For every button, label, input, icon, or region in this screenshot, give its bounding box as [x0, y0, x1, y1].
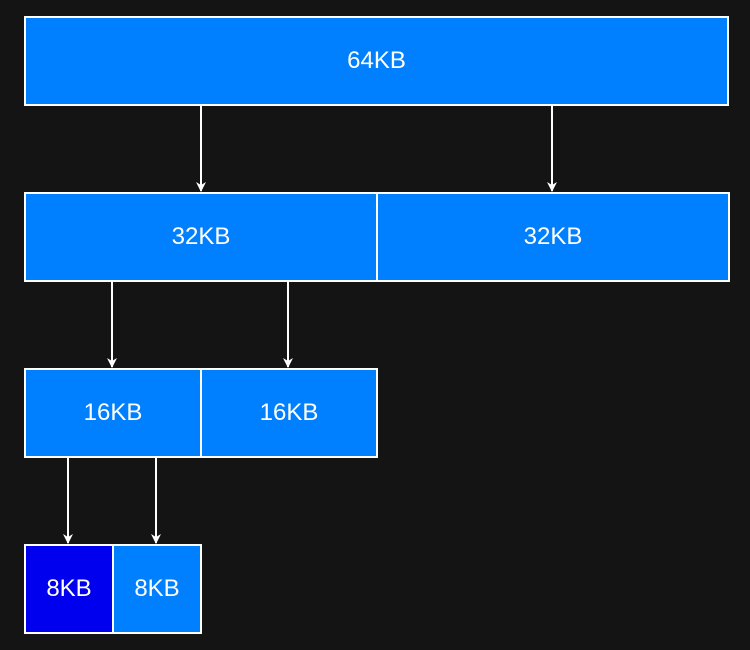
- block-16kb-left: 16KB: [24, 368, 202, 458]
- block-label: 16KB: [259, 399, 319, 426]
- block-8kb-left-selected: 8KB: [24, 544, 114, 634]
- block-label: 64KB: [347, 47, 406, 74]
- block-label: 16KB: [83, 399, 143, 426]
- block-label: 32KB: [523, 223, 583, 250]
- block-label: 32KB: [171, 223, 231, 250]
- block-32kb-right: 32KB: [376, 192, 730, 282]
- block-label: 8KB: [134, 575, 180, 602]
- block-label: 8KB: [46, 575, 92, 602]
- block-64kb: 64KB: [24, 16, 729, 106]
- block-16kb-right: 16KB: [200, 368, 378, 458]
- block-32kb-left: 32KB: [24, 192, 378, 282]
- block-8kb-right: 8KB: [112, 544, 202, 634]
